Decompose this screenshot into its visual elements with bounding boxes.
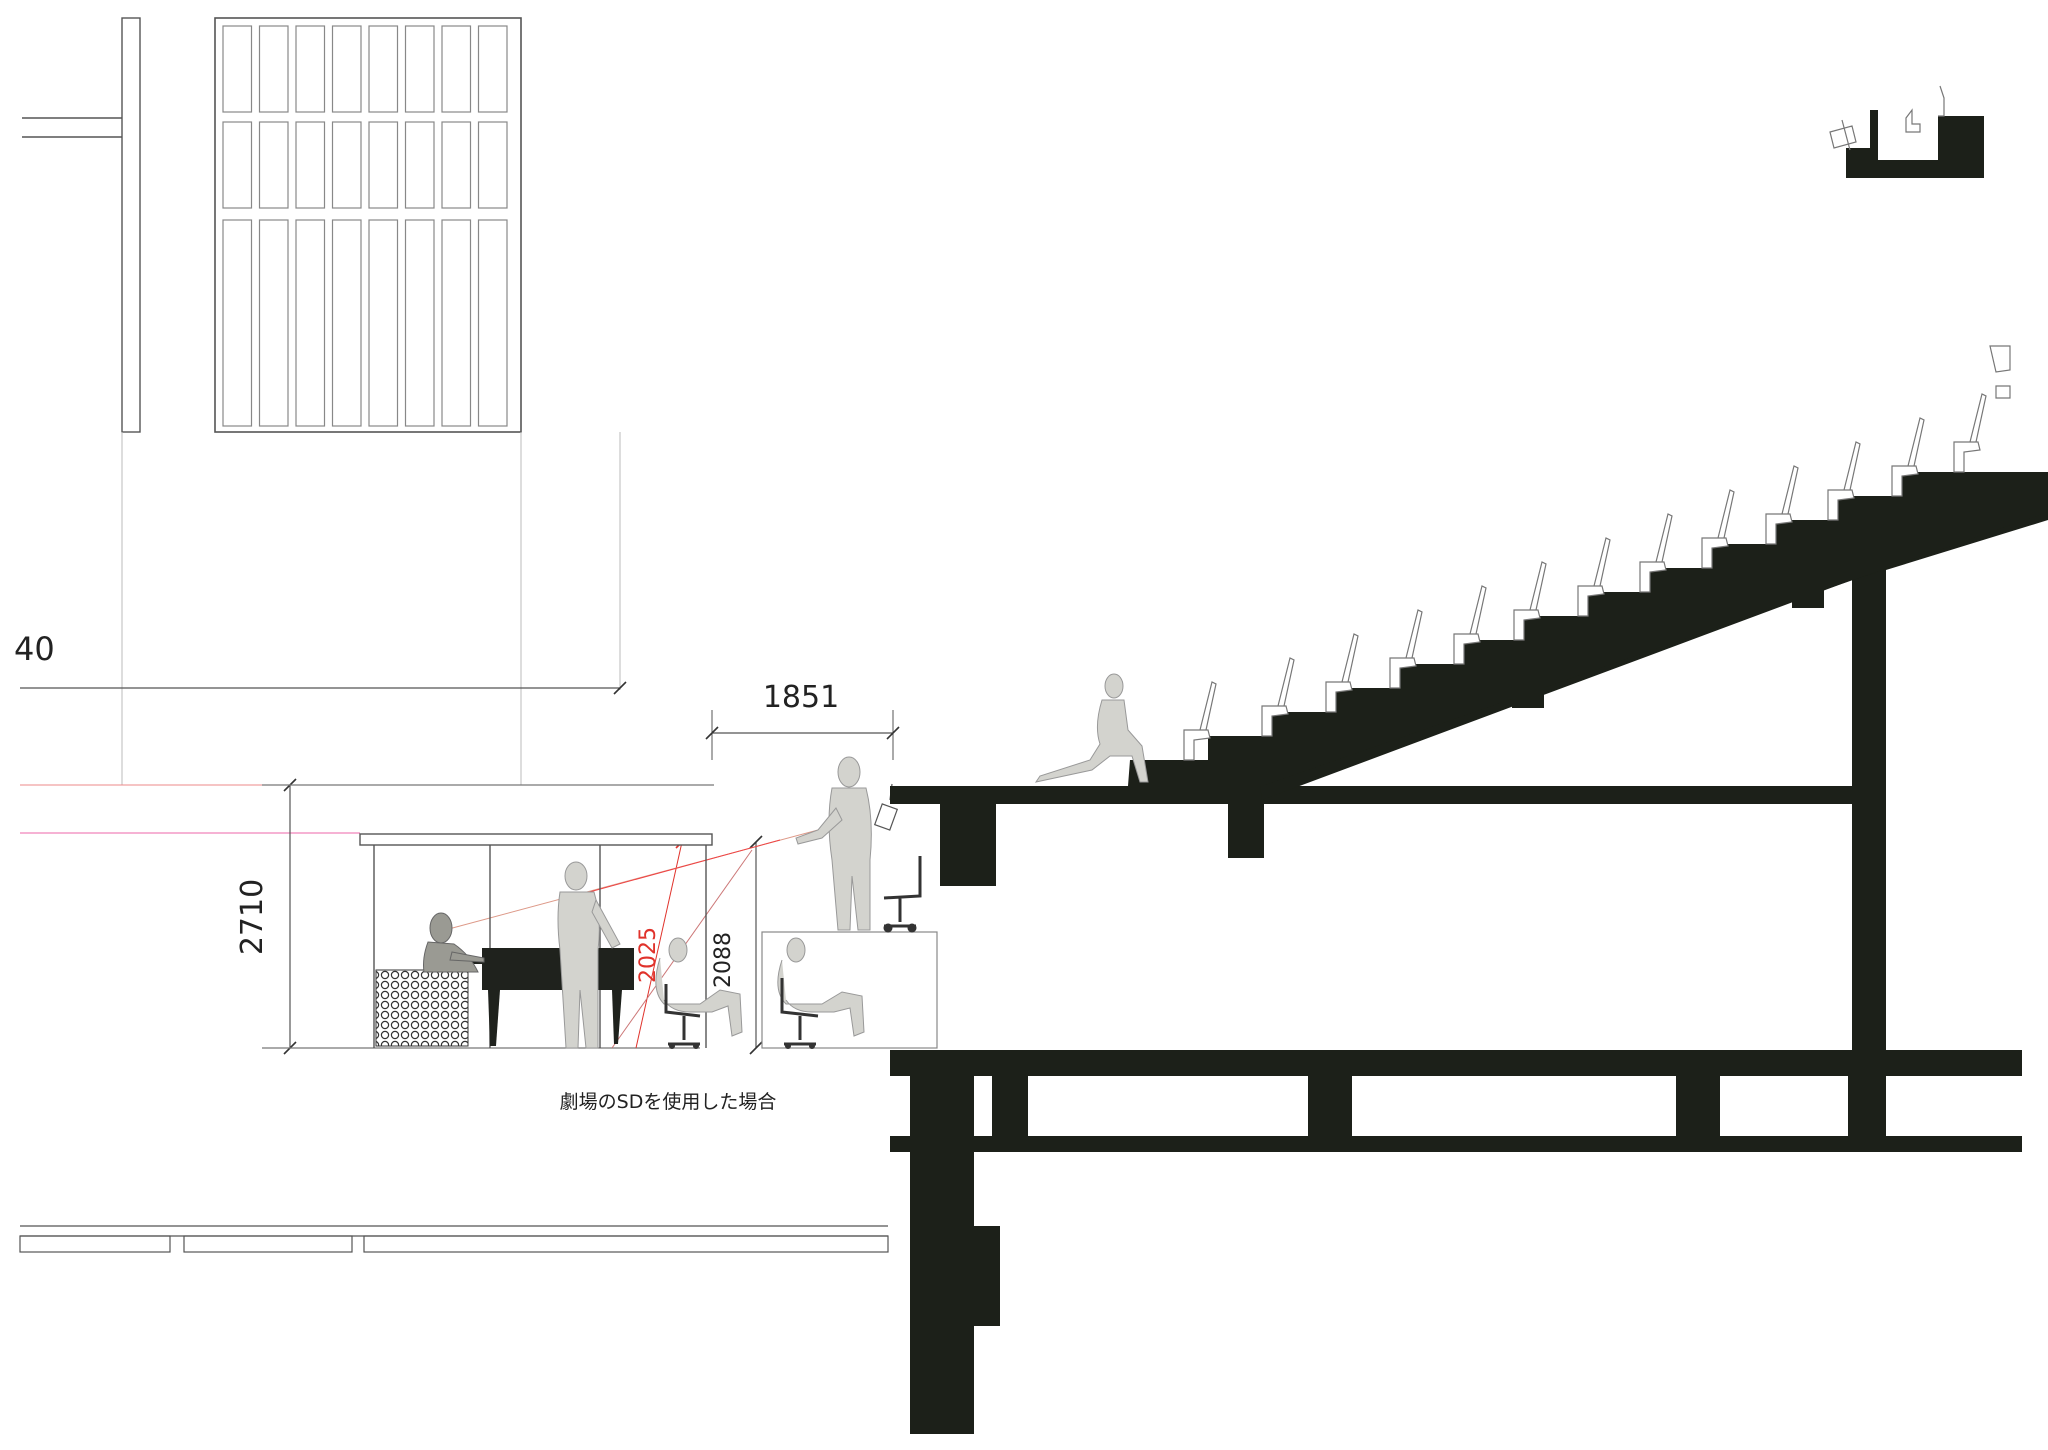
theatre-seat: [1827, 441, 1861, 521]
raised-platform: [761, 931, 938, 1049]
grille-pane: [477, 121, 508, 209]
grille-pane: [331, 25, 362, 113]
grille-pane: [477, 25, 508, 113]
note-theatre-sd: 劇場のSDを使用した場合: [560, 1091, 777, 1113]
theatre-seat: [1577, 537, 1611, 617]
standing-figure-left: [557, 861, 621, 1049]
seated-figure-chair-2: [777, 937, 865, 1049]
grille-pane: [295, 121, 326, 209]
seated-figure-chair-1: [655, 937, 743, 1049]
pilaster: [121, 17, 141, 433]
theatre-seat: [1389, 609, 1423, 689]
grille-pane: [258, 25, 289, 113]
grille-pane: [404, 219, 435, 427]
grille-pane: [331, 121, 362, 209]
upper-left-elevation: [22, 17, 141, 433]
grand-piano: [468, 948, 634, 1046]
dimension-partial-left: 40: [14, 630, 627, 695]
theatre-seat: [1513, 561, 1547, 641]
dim-label-2088: 2088: [711, 932, 736, 988]
grille-pane: [404, 25, 435, 113]
grille-pane: [258, 219, 289, 427]
grille-pane: [331, 219, 362, 427]
theatre-seat: [1891, 417, 1925, 497]
dim-label-40: 40: [14, 630, 55, 668]
theatre-seat: [1953, 393, 1987, 473]
theatre-seat: [1183, 681, 1217, 761]
stepped-treads: [1128, 472, 2048, 786]
balcony-corner: [1846, 110, 1984, 178]
window-grille: [214, 17, 522, 433]
theatre-seat: [1261, 657, 1295, 737]
grille-pane: [222, 219, 253, 427]
pianist-figure: [423, 912, 485, 973]
floor-slab-upper: [890, 786, 1852, 804]
dimension-2088: 2088: [711, 835, 763, 1055]
piano-bench: [375, 969, 469, 1047]
grille-pane: [222, 121, 253, 209]
grille-pane: [441, 25, 472, 113]
theatre-seat: [1765, 465, 1799, 545]
lower-left-floor-lines: [19, 1225, 889, 1253]
grille-pane: [222, 25, 253, 113]
standing-figure-platform: [795, 756, 872, 931]
grille-pane: [258, 121, 289, 209]
theatre-seat: [1325, 633, 1359, 713]
theatre-seat: [1639, 513, 1673, 593]
main-column: [1852, 550, 1886, 1050]
grille-pane: [477, 219, 508, 427]
dim-label-2710: 2710: [235, 879, 270, 955]
empty-chair-platform: [883, 856, 922, 933]
seated-spectator: [1034, 673, 1149, 783]
rake-seats: [1183, 393, 1987, 761]
grille-pane: [404, 121, 435, 209]
grille-pane: [441, 219, 472, 427]
grille-pane: [295, 25, 326, 113]
grille-pane: [441, 121, 472, 209]
floor-slab-lower: [890, 1050, 2022, 1076]
dim-label-1851: 1851: [763, 680, 839, 715]
grille-pane: [368, 121, 399, 209]
floor-slab-beam-bottom: [890, 1136, 2022, 1152]
theatre-seat: [1701, 489, 1735, 569]
grille-pane: [368, 25, 399, 113]
grille-pane: [368, 219, 399, 427]
dimension-1851: 1851: [705, 680, 900, 760]
grille-pane: [295, 219, 326, 427]
theatre-seat: [1453, 585, 1487, 665]
dimension-2710: 2710: [235, 778, 714, 1055]
retaining-wall: [910, 1050, 974, 1434]
concrete-structure: [890, 110, 2048, 1434]
guide-lines: [20, 432, 708, 834]
balcony-seats: [1829, 85, 2011, 399]
